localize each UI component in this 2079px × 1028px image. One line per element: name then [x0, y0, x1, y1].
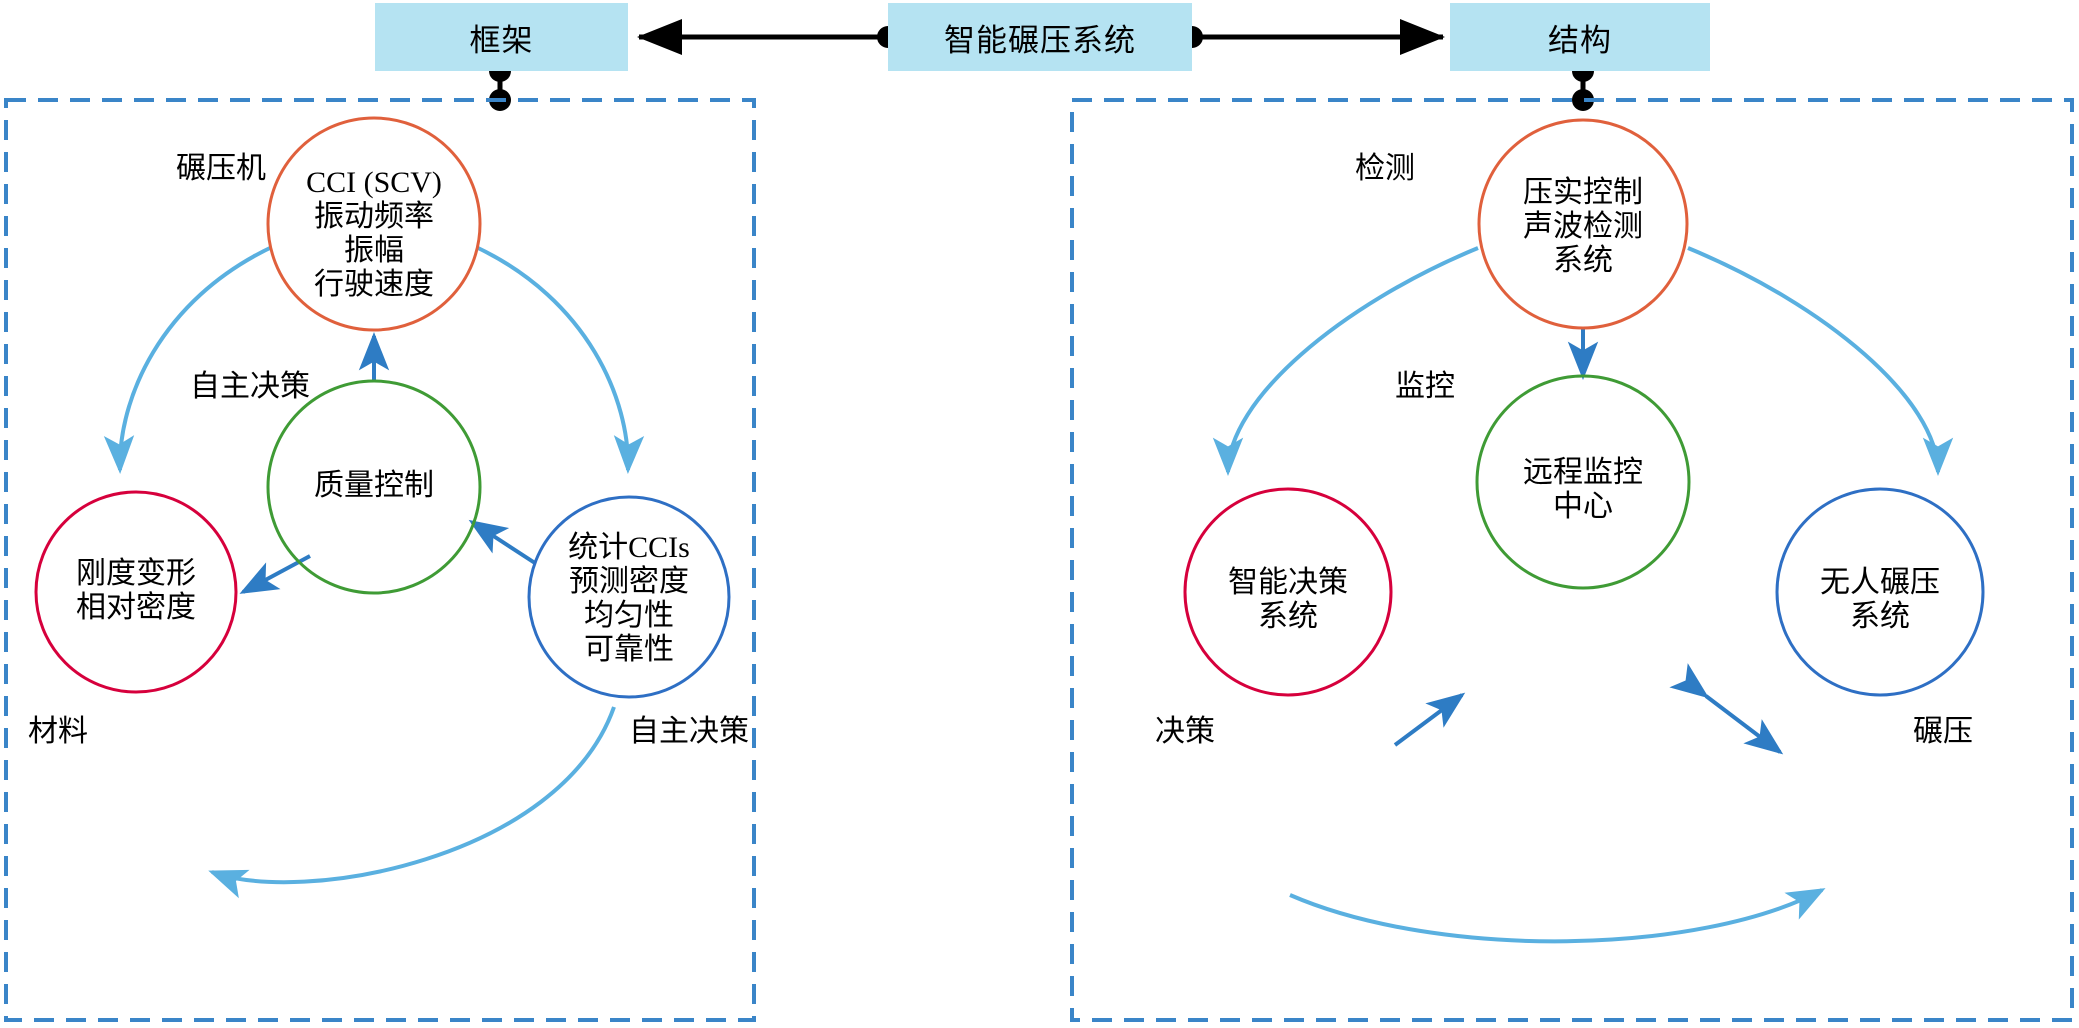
connector-dot-structure-bottom	[1572, 89, 1594, 111]
right-spoke-bottomleft-to-center	[1393, 692, 1466, 747]
left-label-autonomous-decision-mid: 自主决策	[190, 370, 310, 403]
right-label-monitoring: 监控	[1395, 370, 1455, 403]
left-node-cci-scv[interactable]	[266, 116, 482, 332]
left-spoke-bottomright-to-center	[468, 519, 540, 567]
right-spoke-center-to-bottomright	[1669, 663, 1784, 755]
left-node-quality-control[interactable]	[266, 379, 482, 595]
right-panel-frame	[1070, 98, 2074, 1022]
left-label-material: 材料	[28, 715, 88, 748]
right-node-unmanned-rolling-system[interactable]	[1775, 487, 1985, 697]
top-box-intelligent-rolling-system-label: 智能碾压系统	[944, 22, 1136, 58]
right-node-compaction-acoustic[interactable]	[1477, 118, 1689, 330]
top-box-structure-label: 结构	[1548, 22, 1612, 58]
right-cycle-arc-bottomleft-to-bottomright	[1289, 888, 1826, 944]
right-cycle-arc-top-to-bottomright	[1687, 246, 1954, 476]
right-label-decision: 决策	[1155, 715, 1215, 748]
top-box-framework-label: 框架	[469, 22, 534, 58]
left-cycle-arc-bottomright-to-bottomleft	[208, 706, 616, 899]
right-node-remote-monitor-center[interactable]	[1475, 374, 1691, 590]
left-node-statistical-ccis[interactable]	[527, 495, 731, 699]
right-cycle-arc-top-to-bottomleft	[1212, 246, 1479, 476]
left-label-autonomous-decision-br: 自主决策	[629, 715, 749, 748]
right-label-detection: 检测	[1355, 152, 1415, 185]
left-label-roller-machine: 碾压机	[176, 152, 266, 185]
left-cycle-arc-top-to-bottomleft	[103, 245, 273, 474]
top-box-structure[interactable]: 结构	[1450, 3, 1710, 71]
right-node-smart-decision-system[interactable]	[1183, 487, 1393, 697]
right-label-rolling: 碾压	[1913, 715, 1973, 748]
left-node-stiffness-density[interactable]	[34, 490, 238, 694]
top-box-framework[interactable]: 框架	[375, 3, 628, 71]
left-cycle-arc-top-to-bottomright	[475, 245, 645, 474]
top-box-intelligent-rolling-system[interactable]: 智能碾压系统	[888, 3, 1192, 71]
